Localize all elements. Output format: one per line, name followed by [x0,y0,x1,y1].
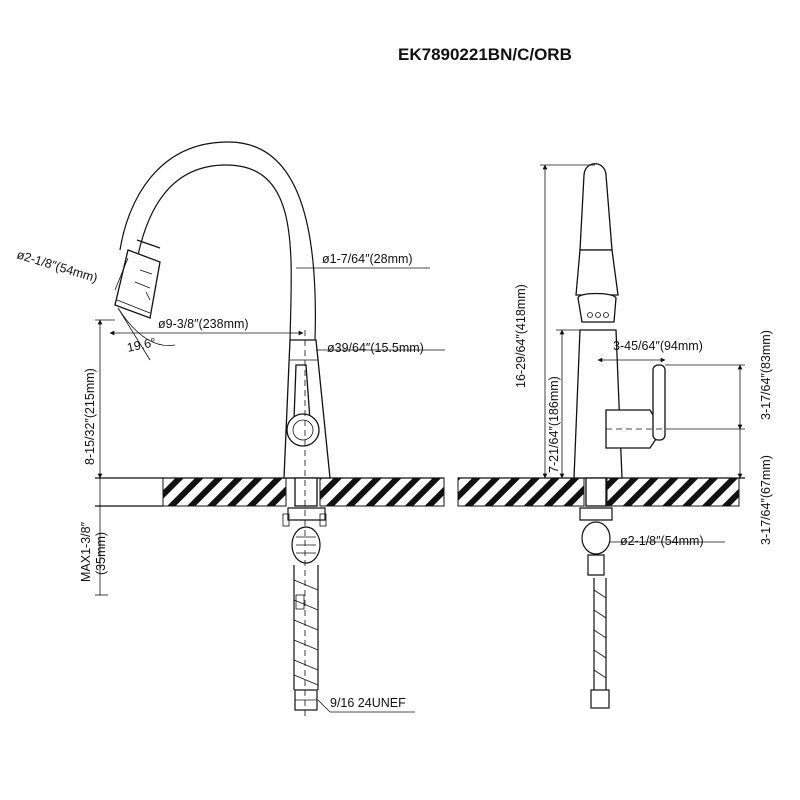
dim-spout-height: 8-15/32″(215mm) [83,368,97,465]
hose [293,565,319,690]
countertop-left [162,477,287,507]
leader-thread [317,699,331,713]
dim-handle-base: 3-17/64″(67mm) [759,455,773,545]
mounting-nut [287,507,326,521]
nozzle-2 [595,312,601,318]
model-title: EK7890221BN/C/ORB [398,45,572,64]
handle-hub-inner [292,419,314,441]
side-view: 16-29/64″(418mm) 7-21/64″(186mm) 3-45/64… [457,163,773,709]
dim-overall-height: 16-29/64″(418mm) [514,284,528,388]
spout-inner [119,141,316,341]
dim-thread: 9/16 24UNEF [330,696,406,710]
sprayhead-detail [134,269,153,301]
side-countertop-right [606,477,740,507]
shank [294,477,318,507]
sprayhead-ring [136,239,161,249]
spout-outer [137,164,292,341]
front-view: ø2-1/8″(54mm) ø1-7/64″(28mm) ø9-3/8″(238… [15,141,445,720]
side-sprayhead-face [577,292,617,323]
dim-sprayhead-diameter: ø2-1/8″(54mm) [15,247,99,285]
dim-reach: ø9-3/8″(238mm) [158,317,249,331]
weight-upper [291,526,321,564]
dim-handle-height: 3-17/64″(83mm) [759,330,773,420]
side-hose [593,578,607,690]
dim-deck-thickness-mm: (35mm) [94,532,108,575]
sprayhead-face [116,299,151,314]
bolt-right [319,513,327,527]
side-weight [581,521,611,555]
side-nut [579,507,613,521]
sprayhead [114,249,161,319]
side-spout-top [579,163,613,251]
hose-coil [293,579,319,686]
side-weight-lower [587,554,605,576]
dim-shank-diameter: ø2-1/8″(54mm) [620,534,704,548]
leader-sprayhead [114,257,129,291]
dim-spout-tube-diameter: ø1-7/64″(28mm) [322,252,413,266]
dim-lower-height: 7-21/64″(186mm) [547,376,561,473]
handle-hub [286,413,320,447]
bolt-left [282,513,290,527]
dim-spray-angle: 19.6° [126,335,158,355]
side-shank [585,477,607,507]
nozzle-1 [587,312,593,318]
nozzle-3 [603,312,609,318]
side-connector [590,689,610,709]
hose-clip [295,594,305,610]
weight-ribs [296,536,316,554]
side-sprayhead [575,249,619,296]
side-hose-coil [593,589,607,679]
dim-deck-thickness: MAX1-3/8″ [79,521,93,582]
side-handle-lever [652,364,666,441]
dim-body-diameter: ø39/64″(15.5mm) [327,341,424,355]
angle-lines [117,307,176,361]
dim-handle-projection: 3-45/64″(94mm) [613,339,703,353]
side-countertop-left [457,477,585,507]
countertop-right [319,477,445,507]
